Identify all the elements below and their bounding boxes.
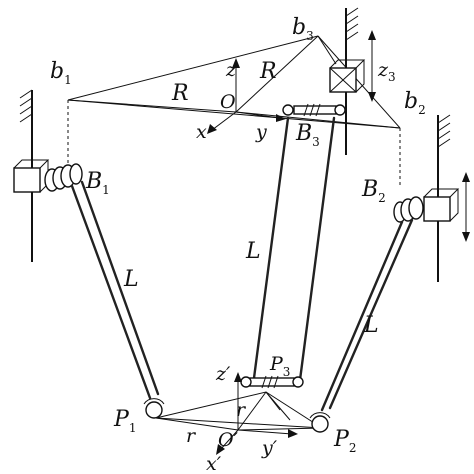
label-b3: b3	[292, 15, 314, 43]
slider-right	[423, 172, 470, 242]
label-x: x	[196, 121, 207, 143]
label-L-middle: L	[245, 239, 261, 264]
label-b2: b2	[404, 89, 426, 117]
joint-P2	[309, 412, 331, 433]
label-B3: B3	[295, 121, 320, 149]
label-B1: B1	[85, 169, 110, 197]
label-x-prime: x′	[206, 453, 222, 474]
joint-B2	[393, 196, 424, 223]
label-y-prime: y′	[261, 437, 278, 459]
label-O: O	[220, 91, 236, 113]
label-r-left: r	[186, 425, 197, 447]
label-r-middle: r	[236, 399, 247, 421]
label-L-right: L	[363, 313, 379, 338]
platform-frame	[216, 372, 298, 455]
label-L-left: L	[123, 267, 139, 292]
slider-left	[13, 159, 50, 193]
legs	[70, 116, 414, 412]
label-z3: z3	[377, 59, 396, 84]
label-R-right: R	[259, 59, 277, 84]
label-z: z	[225, 59, 237, 81]
joint-P3	[240, 375, 304, 389]
base-frame	[207, 58, 286, 134]
moving-platform	[155, 391, 324, 431]
label-R-left: R	[171, 81, 189, 106]
joint-B3	[282, 103, 346, 117]
label-B2: B2	[361, 177, 386, 205]
slider-back	[329, 30, 376, 102]
label-y: y	[255, 121, 267, 143]
label-P2: P2	[333, 427, 356, 455]
label-P1: P1	[113, 407, 136, 435]
label-O-prime: O′	[218, 429, 239, 451]
label-b1: b1	[50, 59, 72, 87]
joint-B1	[44, 163, 83, 192]
label-z-prime: z′	[215, 363, 231, 385]
joint-P1	[143, 398, 165, 419]
label-P3: P3	[269, 353, 290, 379]
